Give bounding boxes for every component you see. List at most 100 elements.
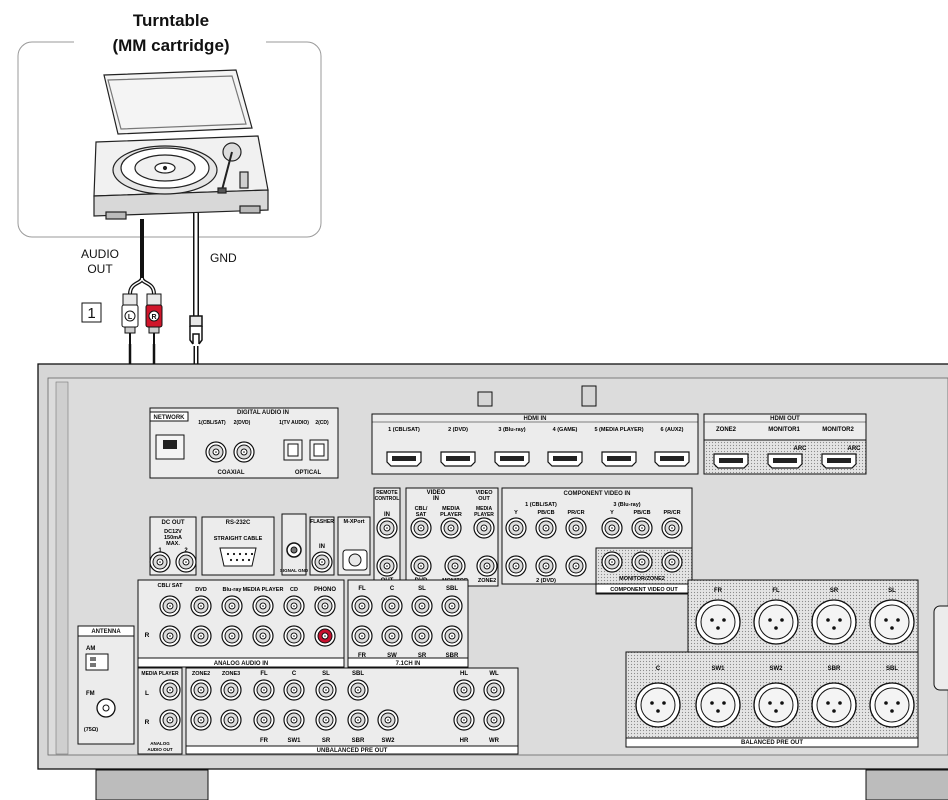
unbal-top-jack-1 — [284, 680, 304, 700]
svg-text:ZONE3: ZONE3 — [222, 671, 240, 677]
xlr-top-jack-1 — [754, 600, 798, 644]
video-in-cbl-jack — [411, 518, 431, 538]
ch71-bottom-jack-2 — [412, 626, 432, 646]
svg-text:R: R — [151, 314, 156, 321]
hdmi-in-port — [602, 452, 636, 466]
svg-text:ZONE2: ZONE2 — [716, 427, 737, 433]
receiver-rear-panel: NETWORK DIGITAL AUDIO IN 1(CBL/SAT) 2(DV… — [38, 364, 948, 800]
svg-text:7.1CH IN: 7.1CH IN — [396, 661, 421, 667]
jack-label: WL — [489, 671, 499, 677]
svg-text:ZONE2: ZONE2 — [478, 578, 496, 584]
audio-out-label-2: OUT — [87, 262, 113, 276]
svg-text:ARC: ARC — [848, 446, 862, 452]
component-out-jack-2 — [662, 552, 682, 572]
hdmi-in-label: 4 (GAME) — [553, 427, 578, 433]
video-out-media-jack — [474, 518, 494, 538]
rca-plug-right: R — [146, 294, 162, 344]
jack-label: SW1 — [711, 666, 725, 672]
preout-l-jack-0 — [160, 680, 180, 700]
svg-text:CONTROL: CONTROL — [375, 496, 400, 502]
receiver-foot-right — [866, 770, 948, 800]
jack-label: FR — [260, 738, 269, 744]
svg-text:PR/CR: PR/CR — [567, 510, 584, 516]
am-terminal — [86, 654, 108, 670]
svg-text:2 (DVD): 2 (DVD) — [536, 578, 556, 584]
video-zone2-jack — [477, 556, 497, 576]
svg-text:MONITOR1: MONITOR1 — [768, 427, 800, 433]
gnd-label: GND — [210, 251, 237, 265]
preout-r-jack-1 — [191, 710, 211, 730]
analog-in-r-jack-4 — [284, 626, 304, 646]
jack-label: WR — [489, 738, 500, 744]
jack-label: SBL — [352, 671, 364, 677]
hdmi-in-label: 3 (Blu-ray) — [498, 427, 525, 433]
flasher-jack — [312, 552, 332, 572]
svg-text:1(TV AUDIO): 1(TV AUDIO) — [279, 420, 309, 426]
svg-text:SAT: SAT — [416, 512, 427, 518]
svg-text:L: L — [128, 314, 133, 321]
xlr-bottom-jack-4 — [870, 683, 914, 727]
svg-text:PB/CB: PB/CB — [633, 510, 650, 516]
svg-text:FM: FM — [86, 691, 95, 697]
analog-in-l-jack-4 — [284, 596, 304, 616]
jack-label: SR — [830, 588, 839, 594]
svg-text:COAXIAL: COAXIAL — [218, 470, 245, 476]
rs232c-port — [220, 548, 256, 566]
jack-label: SBR — [828, 666, 841, 672]
svg-text:CD: CD — [290, 587, 298, 593]
analog-in-l-jack-3 — [253, 596, 273, 616]
svg-text:MONITOR2: MONITOR2 — [822, 427, 854, 433]
analog-in-l-jack-0 — [160, 596, 180, 616]
ch71-bottom-jack-0 — [352, 626, 372, 646]
jack-label: SBR — [352, 738, 365, 744]
svg-text:BALANCED PRE OUT: BALANCED PRE OUT — [741, 740, 803, 746]
ch71-bottom-jack-1 — [382, 626, 402, 646]
svg-text:MEDIA PLAYER: MEDIA PLAYER — [141, 671, 179, 677]
receiver-foot-left — [96, 770, 208, 800]
xlr-top-jack-3 — [870, 600, 914, 644]
xlr-bottom-jack-0 — [636, 683, 680, 727]
svg-text:MONITOR/ZONE2: MONITOR/ZONE2 — [619, 576, 665, 582]
svg-text:AM: AM — [86, 646, 95, 652]
phono-l-jack — [315, 596, 335, 616]
component-in-jack-2 — [566, 518, 586, 538]
rca-plug-left: L — [122, 294, 138, 344]
svg-text:HDMI IN: HDMI IN — [524, 416, 547, 422]
jack-label: SL — [418, 586, 426, 592]
svg-text:DIGITAL AUDIO IN: DIGITAL AUDIO IN — [237, 410, 289, 416]
svg-text:OUT: OUT — [478, 496, 490, 502]
unbal-top-jack-2 — [316, 680, 336, 700]
jack-label: SW — [387, 653, 397, 659]
unbal-bottom-jack-0 — [254, 710, 274, 730]
analog-in-r-jack-3 — [253, 626, 273, 646]
svg-text:MEDIA PLAYER: MEDIA PLAYER — [243, 587, 284, 593]
svg-text:2(DVD): 2(DVD) — [234, 420, 251, 426]
xlr-bottom-jack-3 — [812, 683, 856, 727]
svg-text:RS-232C: RS-232C — [226, 520, 251, 526]
unbal-bottom-jack-2 — [316, 710, 336, 730]
xlr-bottom-jack-1 — [696, 683, 740, 727]
svg-text:3 (Blu-ray): 3 (Blu-ray) — [613, 502, 640, 508]
dc-out-jack-2 — [176, 552, 196, 572]
svg-text:M-XPort: M-XPort — [343, 519, 364, 525]
hdmi-in-port — [495, 452, 529, 466]
turntable-subtitle: (MM cartridge) — [112, 36, 229, 55]
jack-label: C — [292, 671, 297, 677]
svg-text:DC OUT: DC OUT — [162, 520, 185, 526]
svg-text:ZONE2: ZONE2 — [192, 671, 210, 677]
turntable-group: Turntable (MM cartridge) — [18, 11, 321, 237]
hdmi-in-port — [441, 452, 475, 466]
xlr-top-jack-0 — [696, 600, 740, 644]
svg-text:MAX.: MAX. — [166, 541, 180, 547]
svg-text:ANALOG: ANALOG — [150, 741, 170, 746]
jack-label: HL — [460, 671, 468, 677]
svg-text:PR/CR: PR/CR — [663, 510, 680, 516]
xlr-top-jack-2 — [812, 600, 856, 644]
svg-text:COMPONENT VIDEO OUT: COMPONENT VIDEO OUT — [610, 587, 678, 593]
step-number: 1 — [87, 305, 95, 322]
hdmi-in-label: 1 (CBL/SAT) — [388, 427, 420, 433]
jack-label: SW2 — [769, 666, 783, 672]
jack-label: FL — [260, 671, 268, 677]
svg-text:PHONO: PHONO — [314, 587, 336, 593]
preout-l-jack-1 — [191, 680, 211, 700]
